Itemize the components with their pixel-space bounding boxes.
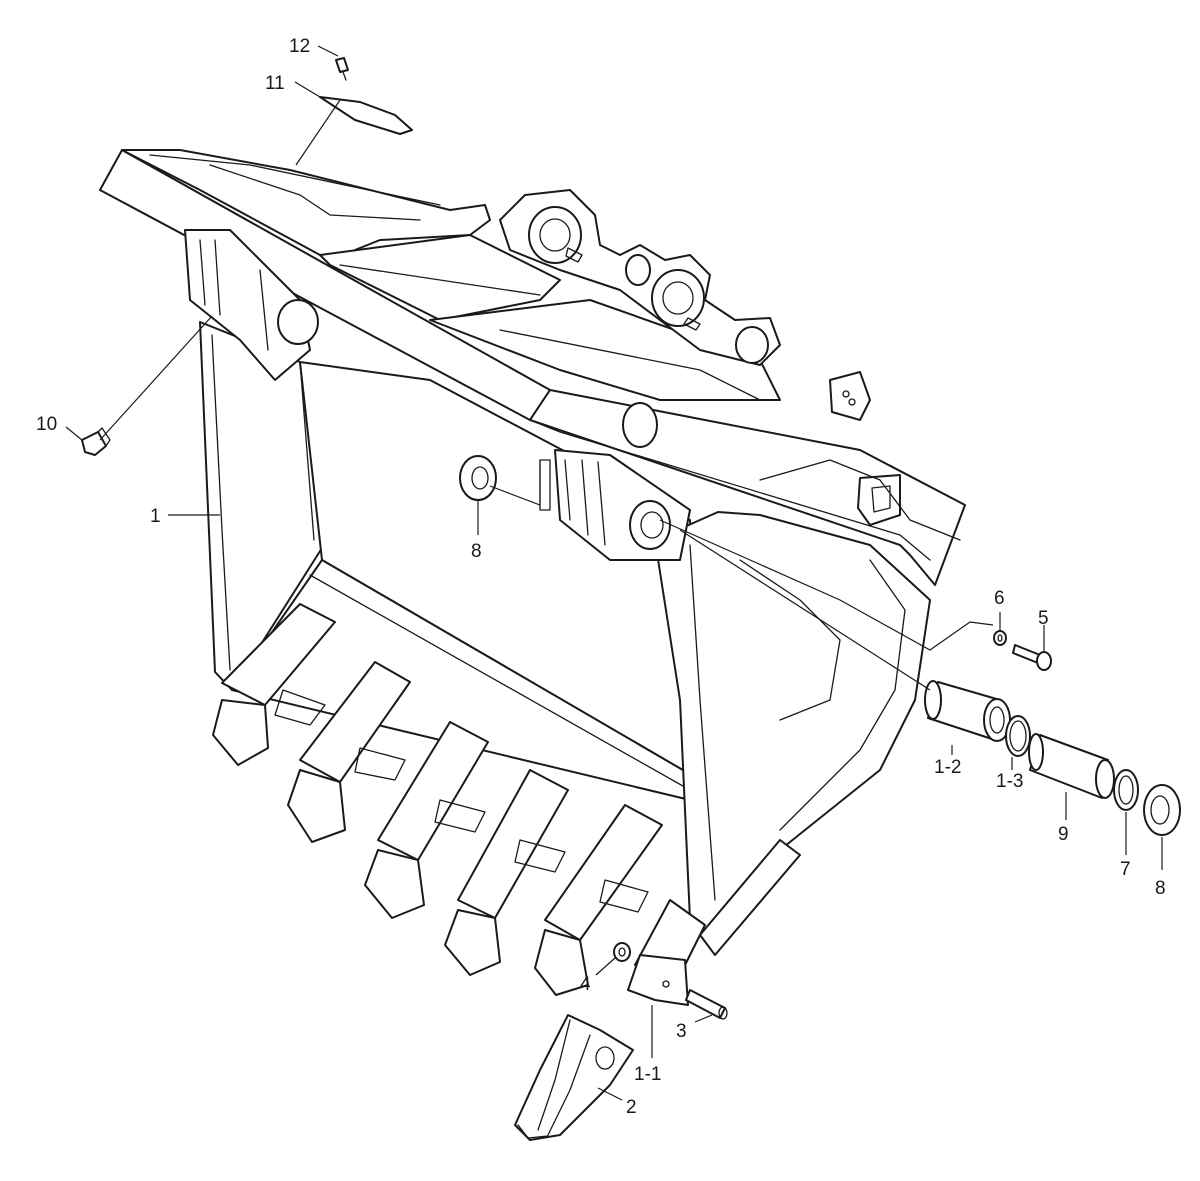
callout-labels: 12 11 10 1 8 6 5 1-2 1-3 9 7 8 4 3 1-1 2 bbox=[36, 36, 1166, 1118]
callout-3: 3 bbox=[676, 1021, 687, 1042]
ring-6 bbox=[993, 630, 1007, 646]
lock-washer-4 bbox=[613, 942, 631, 962]
callout-6: 6 bbox=[994, 588, 1005, 609]
callout-7: 7 bbox=[1120, 859, 1131, 880]
callout-1-3: 1-3 bbox=[996, 771, 1023, 792]
callout-12: 12 bbox=[289, 36, 310, 57]
o-ring-1-3 bbox=[1005, 715, 1031, 757]
shim-7 bbox=[1113, 769, 1139, 811]
callout-4: 4 bbox=[580, 974, 591, 995]
callout-8a: 8 bbox=[471, 541, 482, 562]
pin-9 bbox=[1028, 733, 1115, 799]
callout-8b: 8 bbox=[1155, 878, 1166, 899]
callout-1-1: 1-1 bbox=[634, 1064, 661, 1085]
tooth-adapter-1 bbox=[212, 603, 336, 766]
tooth-row bbox=[212, 603, 728, 1141]
callout-10: 10 bbox=[36, 414, 57, 435]
grease-nipple-10 bbox=[81, 427, 111, 456]
tooth-adapter-5 bbox=[534, 804, 663, 996]
callout-1: 1 bbox=[150, 506, 161, 527]
bushing-1-2 bbox=[924, 680, 1011, 742]
callout-1-2: 1-2 bbox=[934, 757, 961, 778]
leader-lines bbox=[65, 45, 1163, 1101]
callout-5: 5 bbox=[1038, 608, 1049, 629]
bolt-5 bbox=[1012, 644, 1052, 671]
tooth-adapter-3 bbox=[364, 721, 489, 919]
pin-3 bbox=[685, 989, 728, 1020]
callout-11: 11 bbox=[265, 73, 285, 94]
callout-9: 9 bbox=[1058, 824, 1069, 845]
washer-8a bbox=[459, 455, 497, 501]
callout-2: 2 bbox=[626, 1097, 637, 1118]
plate-11 bbox=[319, 96, 413, 135]
bucket-body bbox=[99, 149, 966, 956]
tooth-point-2 bbox=[514, 1014, 634, 1141]
tooth-adapter-1-1 bbox=[627, 899, 706, 1006]
tooth-adapter-2 bbox=[287, 661, 411, 843]
washer-8b bbox=[1143, 784, 1181, 836]
tooth-adapter-4 bbox=[444, 769, 569, 976]
bolt-12 bbox=[335, 57, 349, 81]
